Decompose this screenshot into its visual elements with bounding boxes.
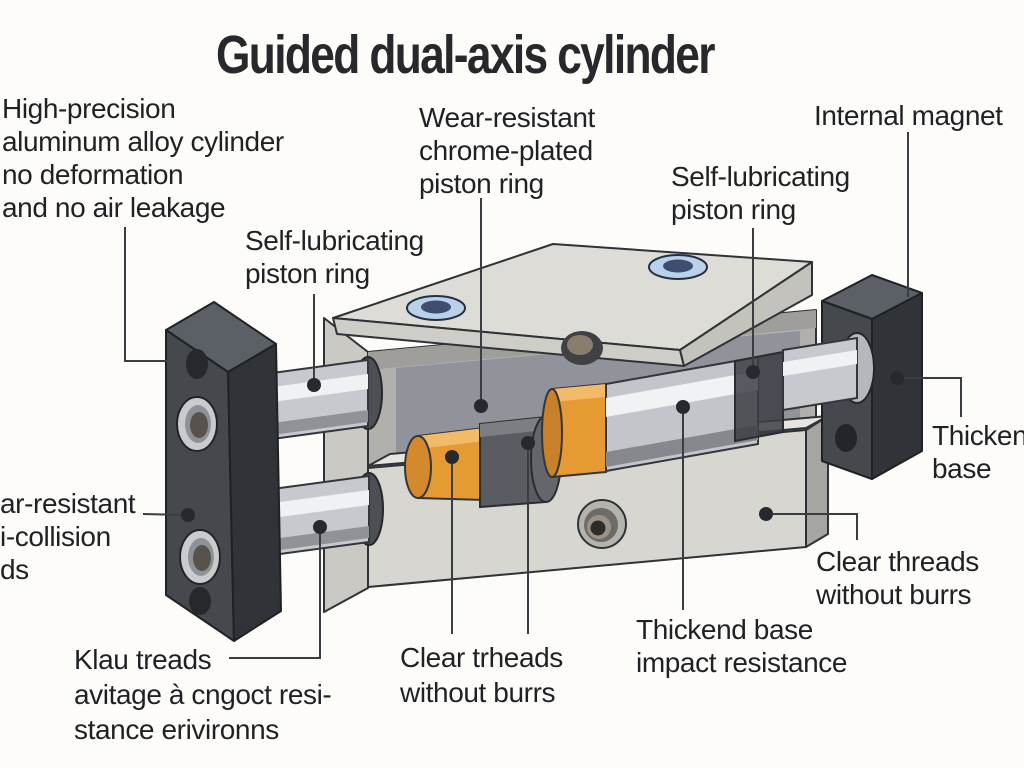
plate-hole-bottom xyxy=(189,587,211,615)
leader-thicken-base xyxy=(904,377,962,417)
callout-dot-thicken-base xyxy=(890,371,904,385)
piston-orange-stub xyxy=(404,426,485,502)
left-end-plate xyxy=(165,301,282,642)
bolt-hole-right-core xyxy=(663,259,693,273)
callout-dot-self-lubricating-left xyxy=(307,378,321,392)
piston-assembly xyxy=(404,350,784,509)
callout-dot-wear-resistant xyxy=(474,399,488,413)
left-plate-side-face xyxy=(227,343,282,642)
top-slab-right-face xyxy=(679,261,813,367)
rod-bushing-upper xyxy=(176,396,218,452)
label-clear-trheads-bottom: Clear trheads without burrs xyxy=(400,642,563,708)
callout-dot-clear-threads-right xyxy=(759,507,773,521)
callout-dot-self-lubricating-right xyxy=(746,365,760,379)
body-port-hole xyxy=(561,331,603,365)
bolt-hole-left-core xyxy=(421,300,451,314)
right-end-plate xyxy=(782,274,923,480)
label-klau-treads: Klau treads avitage à cngoct resi- stanc… xyxy=(74,644,332,745)
label-internal-magnet: Internal magnet xyxy=(814,100,1003,131)
leader-klau-treads xyxy=(229,534,321,659)
callouts xyxy=(124,132,962,659)
leader-high-precision xyxy=(124,227,167,362)
label-high-precision: High-precision aluminum alloy cylinder n… xyxy=(2,93,284,223)
label-clear-threads-right: Clear threads without burrs xyxy=(816,546,979,610)
piston-rod-right xyxy=(782,336,858,412)
label-thicken-base: Thicken base xyxy=(932,420,1024,484)
callout-dot-clear-trheads-b xyxy=(521,436,535,450)
counterbore-hole xyxy=(577,499,627,549)
piston-magnet-band xyxy=(734,350,784,443)
right-plate-hole xyxy=(835,424,857,452)
leader-anti-collision xyxy=(142,513,185,516)
label-self-lubricating-left: Self-lubricating piston ring xyxy=(245,225,424,289)
leader-clear-threads-right xyxy=(773,513,858,540)
label-anti-collision: ar-resistant i-collision ds xyxy=(0,488,136,585)
label-wear-resistant: Wear-resistant chrome-plated piston ring xyxy=(419,102,595,199)
page-title: Guided dual-axis cylinder xyxy=(216,25,716,85)
callout-dot-thickend-base xyxy=(676,400,690,414)
callout-dot-anti-collision xyxy=(181,508,195,522)
callout-dot-clear-trheads-a xyxy=(445,450,459,464)
callout-dot-klau-treads xyxy=(313,520,327,534)
plate-hole-top xyxy=(186,349,208,379)
right-plate-side-face xyxy=(871,292,923,480)
label-self-lubricating-right: Self-lubricating piston ring xyxy=(671,161,850,225)
label-thickend-base: Thickend base impact resistance xyxy=(636,614,848,678)
rod-bushing-lower xyxy=(179,529,221,585)
piston-orange-band xyxy=(541,382,607,479)
